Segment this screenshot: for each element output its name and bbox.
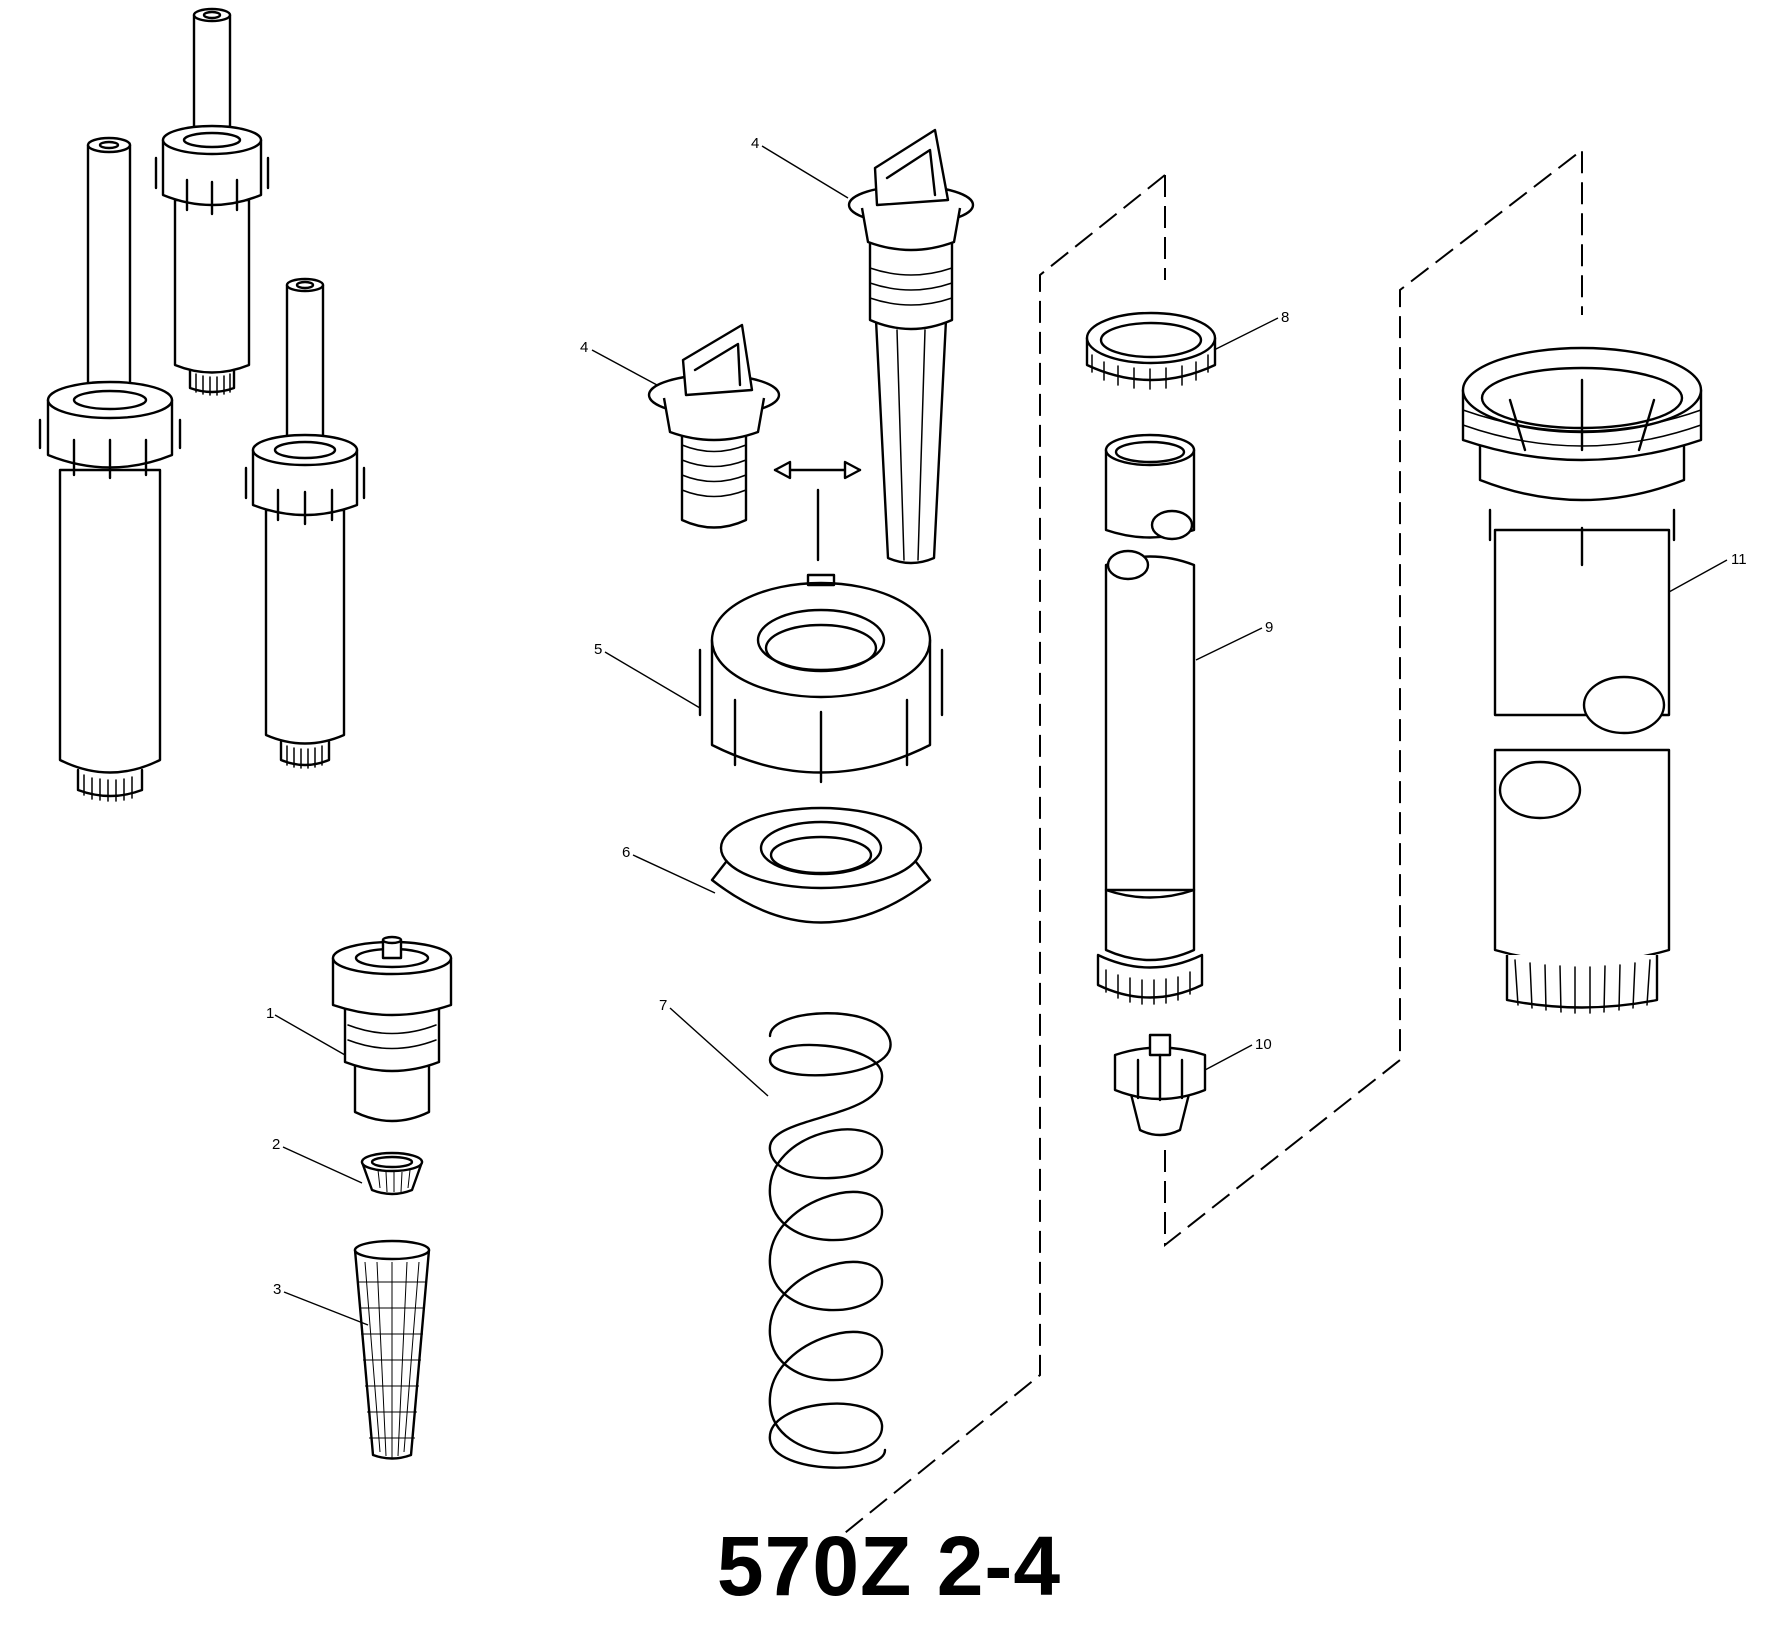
part-3-filter-screen: [353, 1239, 431, 1460]
callout-8: 8: [1281, 309, 1289, 326]
model-title: 570Z 2-4: [716, 1519, 1062, 1613]
callout-9: 9: [1265, 619, 1273, 636]
callout-2: 2: [272, 1136, 280, 1153]
part-2-screen-cap: [360, 1151, 424, 1196]
part-4-short-nozzle: [647, 323, 781, 529]
callout-6: 6: [622, 844, 630, 861]
callouts: 1 2 3 4 4 5 6 7 8 9 10 11: [266, 135, 1747, 1326]
part-1-nozzle: [331, 935, 453, 1123]
part-10-check-valve: [1113, 1033, 1207, 1137]
part-4-tall-nozzle: [847, 128, 975, 565]
part-6-seal: [710, 806, 932, 924]
part-9-riser-stem: [1096, 433, 1204, 1005]
callout-11: 11: [1731, 551, 1747, 568]
part-8-wiper-ring: [1085, 311, 1217, 390]
assembled-sprinkler-short: [244, 277, 366, 769]
assembled-sprinkler-middle: [154, 7, 270, 396]
assembly-guide-lines: [829, 147, 1583, 1546]
part-7-spring: [768, 1012, 892, 1469]
callout-10: 10: [1255, 1036, 1272, 1053]
callout-1: 1: [266, 1005, 274, 1022]
part-11-sprinkler-body: [1461, 346, 1703, 1014]
callout-4b: 4: [751, 135, 759, 152]
part-5-body-cap: [698, 573, 944, 784]
callout-3: 3: [273, 1281, 281, 1298]
callout-4a: 4: [580, 339, 588, 356]
callout-7: 7: [659, 997, 667, 1014]
assembled-sprinkler-tall: [38, 136, 182, 802]
interchange-arrows: [773, 460, 862, 562]
callout-5: 5: [594, 641, 602, 658]
